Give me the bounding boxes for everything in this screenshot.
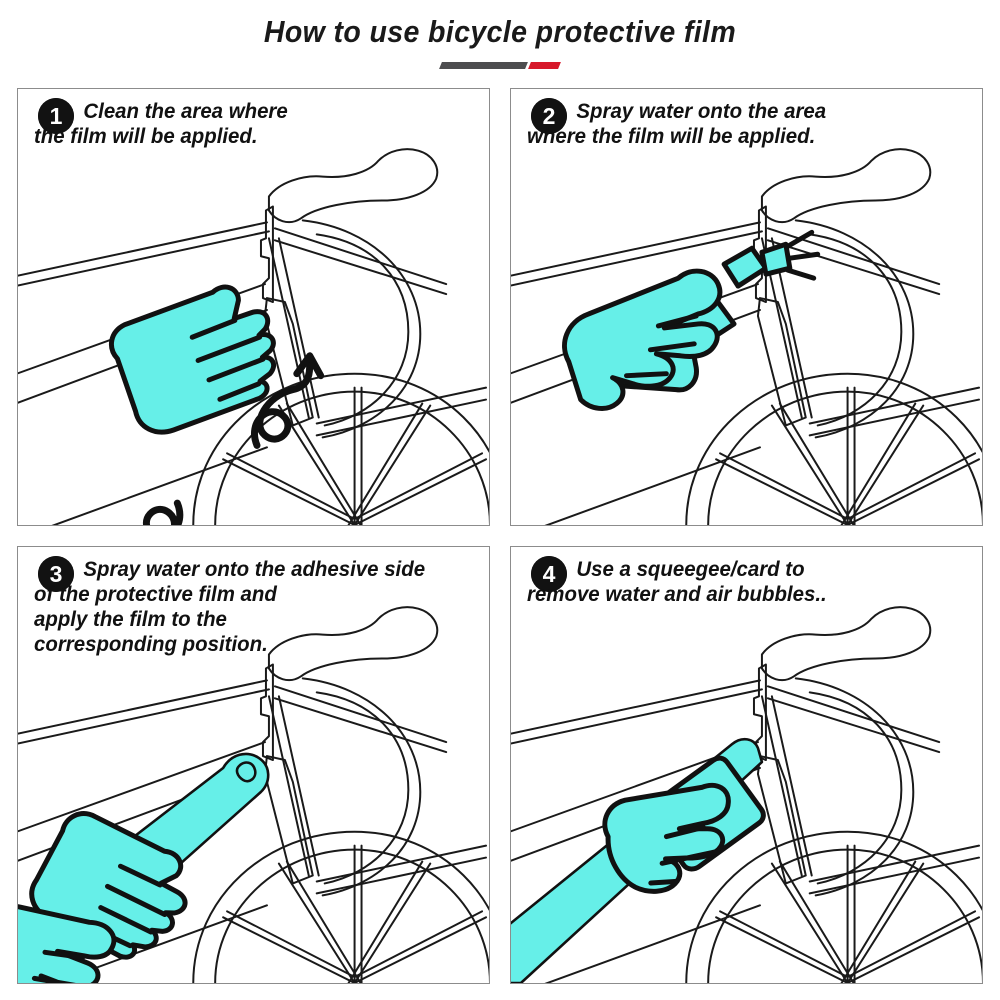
rule-accent-segment — [528, 62, 561, 69]
steps-grid: .bl{fill:none;stroke:#1a1a1a;stroke-widt… — [17, 88, 983, 986]
header: How to use bicycle protective film — [0, 0, 1000, 86]
step-panel-2: .bl{fill:none;stroke:#1a1a1a;stroke-widt… — [510, 88, 983, 526]
spray-bottle-and-hand — [562, 229, 821, 411]
film-positioning-hand-lower — [18, 903, 117, 983]
motion-arrow-up — [251, 352, 325, 449]
illustration-step-4: .bl{fill:none;stroke:#1a1a1a;stroke-widt… — [511, 606, 982, 983]
step-panel-1: .bl{fill:none;stroke:#1a1a1a;stroke-widt… — [17, 88, 490, 526]
wiping-hand — [108, 284, 277, 435]
title-underline-decoration — [439, 62, 561, 69]
rule-dark-segment — [439, 62, 528, 69]
illustration-step-3: .bl{fill:none;stroke:#1a1a1a;stroke-widt… — [18, 606, 489, 983]
illustration-step-1: .bl{fill:none;stroke:#1a1a1a;stroke-widt… — [18, 148, 489, 525]
page-title: How to use bicycle protective film — [263, 14, 737, 49]
illustration-step-2: .bl{fill:none;stroke:#1a1a1a;stroke-widt… — [511, 148, 982, 525]
step-panel-4: .bl{fill:none;stroke:#1a1a1a;stroke-widt… — [510, 546, 983, 984]
motion-arrow-down — [142, 499, 184, 525]
squeegee-holding-hand — [602, 782, 731, 894]
step-panel-3: .bl{fill:none;stroke:#1a1a1a;stroke-widt… — [17, 546, 490, 984]
